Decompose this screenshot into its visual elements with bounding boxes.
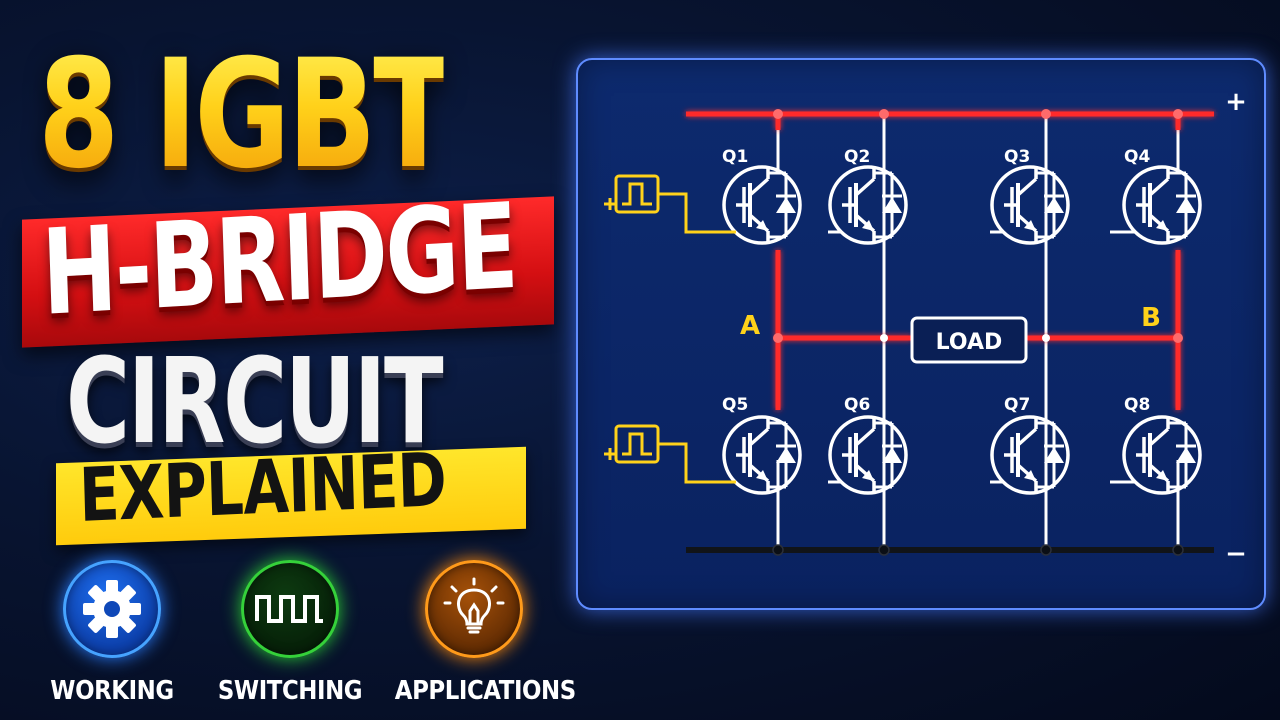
label-q4: Q4 <box>1124 147 1150 167</box>
label-q8: Q8 <box>1124 395 1150 415</box>
node-b-label: B <box>1141 303 1161 333</box>
feature-applications: APPLICATIONS <box>384 560 576 706</box>
label-q5: Q5 <box>722 395 748 415</box>
gate-drive-signals <box>604 174 736 484</box>
feature-label-applications: APPLICATIONS <box>394 676 576 706</box>
label-q7: Q7 <box>1004 395 1030 415</box>
node-a-label: A <box>740 311 760 341</box>
positive-rail-label: + <box>1225 87 1247 117</box>
label-q2: Q2 <box>844 147 870 167</box>
title-line-1: 8 IGBT <box>38 28 453 202</box>
feature-working: WORKING <box>22 560 202 706</box>
square-wave-icon <box>255 595 323 623</box>
switching-badge <box>241 560 339 658</box>
title-line-3: CIRCUIT <box>66 332 444 470</box>
load-label: LOAD <box>936 330 1003 355</box>
feature-label-switching: SWITCHING <box>217 676 363 706</box>
light-bulb-icon <box>443 577 505 634</box>
negative-rail-label: − <box>1225 539 1247 569</box>
feature-switching: SWITCHING <box>200 560 380 706</box>
working-badge <box>63 560 161 658</box>
label-q1: Q1 <box>722 147 748 167</box>
feature-label-working: WORKING <box>50 676 174 706</box>
applications-badge <box>425 560 523 658</box>
load-box <box>910 316 1028 364</box>
label-q6: Q6 <box>844 395 870 415</box>
gear-icon <box>83 580 141 638</box>
label-q3: Q3 <box>1004 147 1030 167</box>
